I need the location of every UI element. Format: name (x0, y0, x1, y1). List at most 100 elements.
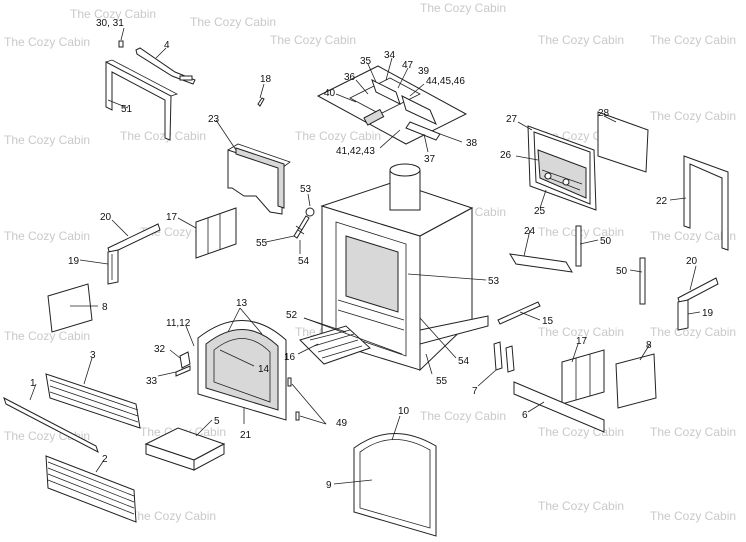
callout-53-upper: 53 (300, 184, 312, 195)
callout-39: 39 (418, 66, 430, 77)
callout-13: 13 (236, 298, 248, 309)
part-glass-panel (597, 111, 649, 173)
part-bottom-bracket (509, 253, 573, 273)
watermark: The Cozy Cabin (4, 133, 90, 147)
callout-41-42-43: 41,42,43 (336, 146, 375, 157)
watermark: The Cozy Cabin (650, 325, 736, 339)
part-left-side-bracket (107, 223, 161, 285)
callout-8-left: 8 (102, 302, 108, 313)
part-base-rail-right (513, 381, 605, 433)
watermark: The Cozy Cabin (420, 1, 506, 15)
watermark: The Cozy Cabin (420, 409, 506, 423)
callout-17-left: 17 (166, 212, 178, 223)
callout-38: 38 (466, 138, 478, 149)
callout-50-upper: 50 (600, 236, 612, 247)
watermark: The Cozy Cabin (538, 325, 624, 339)
callout-54-upper: 54 (298, 256, 310, 267)
part-grille-lower (45, 455, 137, 523)
part-door-assembly (527, 125, 597, 211)
callout-18: 18 (260, 74, 272, 85)
callout-44-45-46: 44,45,46 (426, 76, 465, 87)
callout-55-lower: 55 (436, 376, 448, 387)
part-top-frame (105, 59, 179, 141)
callout-23: 23 (208, 114, 220, 125)
watermark: The Cozy Cabin (538, 499, 624, 513)
part-post-right-b (639, 257, 646, 305)
part-firebrick-right (561, 349, 605, 405)
part-front-panel (353, 433, 437, 537)
part-top-plate (316, 65, 468, 145)
watermark: The Cozy Cabin (538, 33, 624, 47)
part-pins (287, 377, 300, 421)
callout-49: 49 (336, 418, 348, 429)
callout-19-right: 19 (702, 308, 714, 319)
callout-9: 9 (326, 480, 332, 491)
callout-11-12: 11,12 (166, 318, 191, 329)
callout-50-lower: 50 (616, 266, 628, 277)
callout-2: 2 (102, 454, 108, 465)
watermark: The Cozy Cabin (650, 425, 736, 439)
callout-4: 4 (164, 40, 170, 51)
callout-22: 22 (656, 196, 668, 207)
part-grille-upper (45, 373, 141, 429)
callout-labels: 30, 31 4 51 18 23 34 35 47 39 44,45,46 3… (30, 18, 714, 491)
part-stove-body (320, 163, 489, 372)
callout-20-right: 20 (686, 256, 698, 267)
callout-33: 33 (146, 376, 158, 387)
callout-21: 21 (240, 430, 252, 441)
watermark: The Cozy Cabin (4, 329, 90, 343)
watermark: The Cozy Cabin (650, 109, 736, 123)
callout-25: 25 (534, 206, 546, 217)
watermark: The Cozy Cabin (4, 229, 90, 243)
watermark: The Cozy Cabin (190, 15, 276, 29)
part-baffle (227, 143, 291, 215)
callout-17-right: 17 (576, 336, 588, 347)
callout-52: 52 (286, 310, 298, 321)
callout-15: 15 (542, 316, 554, 327)
watermark: The Cozy Cabin (120, 129, 206, 143)
callout-6: 6 (522, 410, 528, 421)
watermark: The Cozy Cabin (4, 35, 90, 49)
watermark: The Cozy Cabin (650, 229, 736, 243)
part-door (197, 320, 287, 421)
callout-36: 36 (344, 72, 356, 83)
part-left-rail (3, 396, 99, 454)
callout-1: 1 (30, 378, 36, 389)
watermark: The Cozy Cabin (650, 33, 736, 47)
callout-10: 10 (398, 406, 410, 417)
part-post-right-a (575, 225, 582, 267)
callout-14: 14 (258, 364, 270, 375)
callout-16: 16 (284, 352, 296, 363)
callout-3: 3 (90, 350, 96, 361)
watermark: The Cozy Cabin (295, 129, 381, 143)
part-air-rod (497, 301, 541, 325)
part-control-rod (293, 207, 315, 239)
callout-47: 47 (402, 60, 414, 71)
part-right-side-bracket (677, 277, 719, 331)
watermark: The Cozy Cabin (538, 425, 624, 439)
part-firebrick-left (195, 207, 237, 259)
callout-26: 26 (500, 150, 512, 161)
part-clips (493, 341, 515, 373)
part-brick-left (47, 283, 93, 333)
callout-28: 28 (598, 108, 610, 119)
callout-32: 32 (154, 344, 166, 355)
watermark: The Cozy Cabin (70, 7, 156, 21)
part-ash-pan (144, 427, 226, 471)
callout-54-lower: 54 (458, 356, 470, 367)
callout-55-upper: 55 (256, 238, 268, 249)
callout-34: 34 (384, 50, 396, 61)
callout-5: 5 (214, 416, 220, 427)
callout-27: 27 (506, 114, 518, 125)
part-side-frame (683, 155, 729, 251)
part-screw (257, 97, 265, 107)
callout-7: 7 (472, 386, 478, 397)
watermark: The Cozy Cabin (650, 509, 736, 523)
part-brick-right (615, 353, 657, 409)
callout-51: 51 (121, 104, 133, 115)
watermark: The Cozy Cabin (130, 509, 216, 523)
callout-30-31: 30, 31 (96, 18, 124, 29)
leader-lines (29, 27, 701, 485)
callout-8-right: 8 (646, 340, 652, 351)
